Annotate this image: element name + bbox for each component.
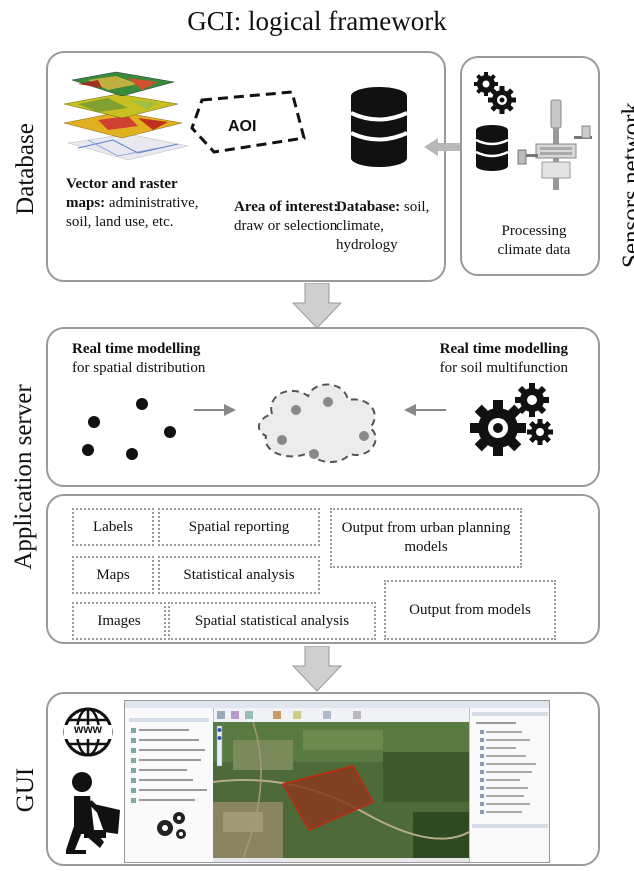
diagram-title: GCI: logical framework [187,6,447,36]
vector-maps-bold: Vector and raster maps: [66,176,178,211]
application-server-side-label: Application server [10,384,37,570]
layered-maps-image [63,71,189,161]
down-arrow-1 [292,283,342,329]
gui-side-label: GUI [12,767,39,813]
down-arrow-2 [292,646,342,692]
www-label: www [73,722,102,736]
aoi-text: draw or selection [234,218,338,234]
database-caption: Database: soil, climate, hydrology [336,198,446,255]
database-text: soil, climate, hydrology [336,199,430,253]
sensors-side-label: Sensors network [618,102,634,268]
vector-maps-text: administrative, soil, land use, etc. [66,195,199,230]
spatial-statistical-analysis-box: Spatial statistical analysis [168,602,376,640]
spatial-modelling-caption: Real time modelling for spatial distribu… [72,340,272,378]
processing-climate-caption: Processing climate data [497,223,571,258]
soil-modelling-text: for soil multifunction [439,360,568,376]
gears-icon-small [474,72,516,114]
gui-status-bar [213,858,469,862]
scattered-points [82,398,176,460]
weather-station-icon [517,99,592,190]
spatial-modelling-bold: Real time modelling [72,341,201,357]
spatial-modelling-text: for spatial distribution [72,360,206,376]
vector-maps-caption: Vector and raster maps: administrative, … [66,175,206,232]
right-arrow [194,404,236,416]
left-arrow [404,404,446,416]
images-box: Images [72,602,166,640]
gui-gears-icon [157,812,186,839]
aoi-caption: Area of interest: draw or selection [234,198,344,236]
database-bold: Database: [336,199,401,215]
models-output-box: Output from models [384,580,556,640]
spatial-reporting-box: Spatial reporting [158,508,320,546]
gui-left-pane [125,708,214,862]
labels-box: Labels [72,508,154,546]
soil-modelling-caption: Real time modelling for soil multifuncti… [398,340,568,378]
aoi-bold: Area of interest: [234,199,339,215]
database-icon-small [475,125,509,171]
gears-icon-large [470,383,553,456]
database-side-label: Database [12,123,39,215]
gui-map-view [213,722,469,858]
database-icon [350,87,408,167]
sensor-to-database-arrow [424,138,476,156]
urban-planning-output-box: Output from urban planning models [330,508,522,568]
sensors-panel [460,56,600,276]
maps-box: Maps [72,556,154,594]
globe-www-icon [63,707,113,757]
person-laptop-icon [66,772,120,854]
soil-modelling-bold: Real time modelling [439,341,568,357]
gui-screenshot [124,700,550,863]
interpolated-surface [257,383,377,463]
aoi-label: AOI [228,118,257,135]
aoi-polygon [190,90,306,154]
statistical-analysis-box: Statistical analysis [158,556,320,594]
outputs-panel [46,494,600,644]
gui-right-pane [469,708,549,862]
